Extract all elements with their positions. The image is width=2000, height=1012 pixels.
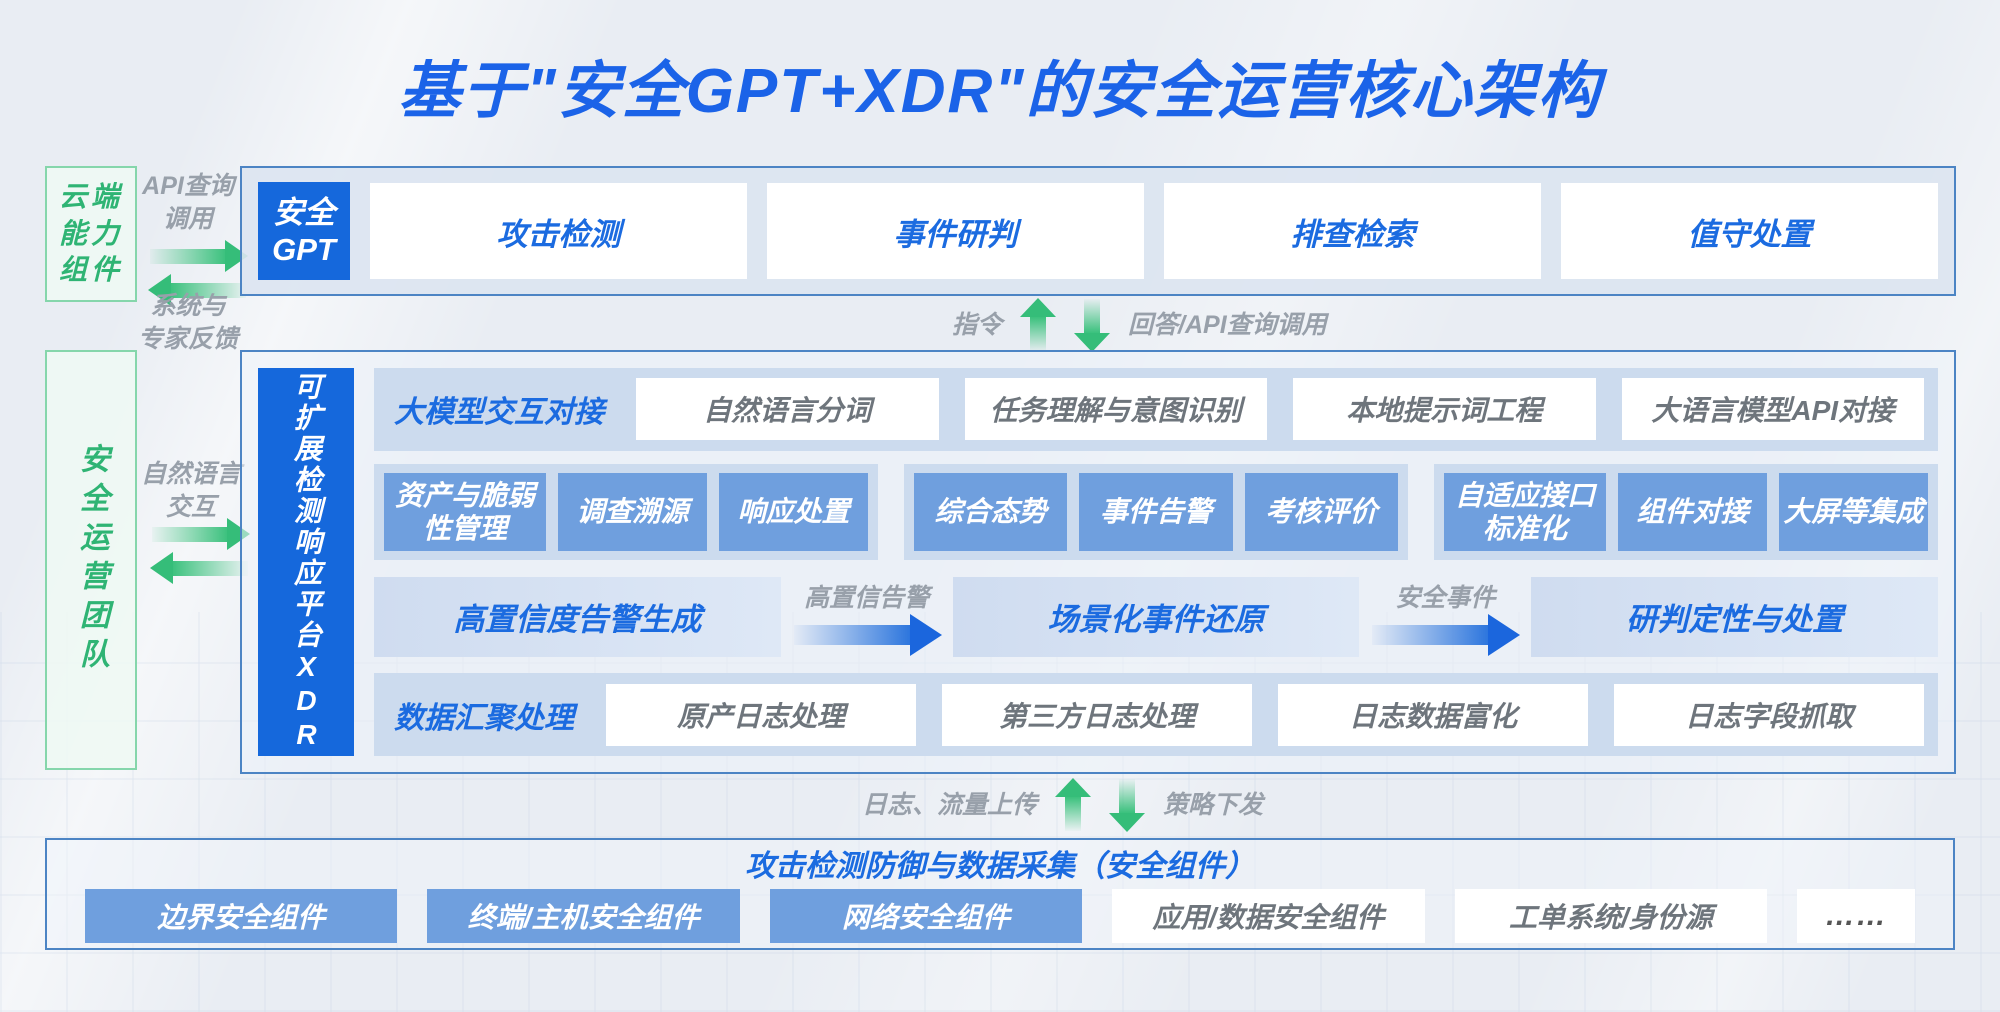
security-operations-team-box: 安全运营团队 (45, 350, 137, 770)
page-title: 基于"安全GPT+XDR"的安全运营核心架构 (398, 57, 1602, 126)
data-item: 原产日志处理 (606, 683, 916, 746)
flow-stage: 研判定性与处置 (1531, 576, 1939, 657)
flow-arrow-label: 安全事件 (1395, 583, 1496, 612)
llm-item: 任务理解与意图识别 (964, 378, 1267, 441)
system-expert-feedback-label: 系统与 专家反馈 (137, 292, 238, 353)
gpt-xdr-link: 指令 回答/API查询调用 (952, 298, 1327, 352)
xdr-collect-link: 日志、流量上传 策略下发 (862, 778, 1263, 832)
security-components-title: 攻击检测防御与数据采集（安全组件） (745, 850, 1255, 883)
module-box: 事件告警 (1079, 472, 1233, 552)
module-box: 资产与脆弱性管理 (384, 472, 546, 552)
natural-language-interaction-label: 自然语言 交互 (140, 460, 241, 521)
gpt-capability-incident-judgement: 事件研判 (767, 183, 1144, 279)
module-box: 考核评价 (1244, 472, 1398, 552)
module-box: 自适应接口标准化 (1444, 472, 1606, 552)
cloud-label-line: 组件 (58, 254, 123, 286)
security-gpt-badge: 安全 GPT (258, 182, 350, 280)
module-box: 综合态势 (914, 472, 1068, 552)
xdr-platform-side-label: 可扩展检测响应平台XDR (258, 368, 354, 756)
platform-modules-row: 资产与脆弱性管理 调查溯源 响应处置 综合态势 事件告警 考核评价 自适应接口标… (374, 463, 1938, 561)
gpt-capability-duty-handling: 值守处置 (1561, 183, 1938, 279)
data-aggregation-row: 数据汇聚处理 原产日志处理 第三方日志处理 日志数据富化 日志字段抓取 (374, 673, 1938, 756)
flow-arrow-icon: 安全事件 (1359, 578, 1531, 656)
data-item: 日志字段抓取 (1614, 683, 1924, 746)
flow-arrow-icon: 高置信告警 (781, 578, 953, 656)
llm-interaction-row: 大模型交互对接 自然语言分词 任务理解与意图识别 本地提示词工程 大语言模型AP… (374, 368, 1938, 451)
module-group-situation: 综合态势 事件告警 考核评价 (904, 463, 1408, 561)
module-box: 调查溯源 (558, 472, 707, 552)
component-box-network: 网络安全组件 (769, 889, 1083, 943)
right-arrow-icon (150, 240, 248, 272)
right-arrow-icon (152, 518, 250, 550)
api-query-call-label: API查询 调用 (142, 172, 234, 233)
instruction-label: 指令 (952, 310, 1003, 339)
left-arrow-icon (148, 274, 246, 306)
up-arrow-icon (1055, 778, 1092, 832)
security-gpt-section: 安全 GPT 攻击检测 事件研判 排查检索 值守处置 (240, 166, 1956, 296)
cloud-label-line: 云端 (58, 181, 123, 213)
flow-arrow-label: 高置信告警 (804, 583, 930, 612)
gpt-capability-investigation-search: 排查检索 (1164, 183, 1541, 279)
component-box-app-data: 应用/数据安全组件 (1112, 889, 1425, 943)
component-box-endpoint-host: 终端/主机安全组件 (427, 889, 740, 943)
module-group-integration: 自适应接口标准化 组件对接 大屏等集成 (1434, 463, 1938, 561)
flow-stage: 场景化事件还原 (952, 576, 1360, 657)
module-box: 组件对接 (1618, 472, 1767, 552)
llm-item: 大语言模型API对接 (1621, 378, 1924, 441)
left-arrow-icon (150, 552, 248, 584)
llm-item: 本地提示词工程 (1293, 378, 1596, 441)
alert-flow-row: 高置信度告警生成 高置信告警 场景化事件还原 安全事件 研判定性与处置 (374, 573, 1939, 660)
security-components-section: 攻击检测防御与数据采集（安全组件） 边界安全组件 终端/主机安全组件 网络安全组… (45, 838, 1955, 950)
llm-row-label: 大模型交互对接 (394, 396, 604, 430)
data-item: 日志数据富化 (1278, 683, 1588, 746)
answer-api-call-label: 回答/API查询调用 (1128, 310, 1327, 339)
log-traffic-upload-label: 日志、流量上传 (862, 790, 1038, 819)
component-box-more: …… (1797, 889, 1916, 943)
llm-item: 自然语言分词 (636, 378, 939, 441)
cloud-capability-box: 云端 能力 组件 (45, 166, 137, 302)
down-arrow-icon (1109, 778, 1146, 832)
component-box-ticket-identity: 工单系统/身份源 (1454, 889, 1768, 943)
flow-stage: 高置信度告警生成 (374, 576, 781, 657)
component-box-boundary: 边界安全组件 (85, 889, 398, 943)
cloud-label-line: 能力 (58, 217, 123, 249)
data-row-label: 数据汇聚处理 (394, 701, 574, 735)
gpt-capability-attack-detection: 攻击检测 (370, 183, 747, 279)
data-item: 第三方日志处理 (942, 683, 1252, 746)
up-arrow-icon (1020, 298, 1057, 352)
policy-dispatch-label: 策略下发 (1163, 790, 1264, 819)
down-arrow-icon (1074, 298, 1111, 352)
module-box: 响应处置 (719, 472, 868, 552)
xdr-platform-section: 可扩展检测响应平台XDR 大模型交互对接 自然语言分词 任务理解与意图识别 本地… (240, 350, 1956, 774)
module-box: 大屏等集成 (1779, 472, 1928, 552)
module-group-response: 资产与脆弱性管理 调查溯源 响应处置 (374, 463, 878, 561)
